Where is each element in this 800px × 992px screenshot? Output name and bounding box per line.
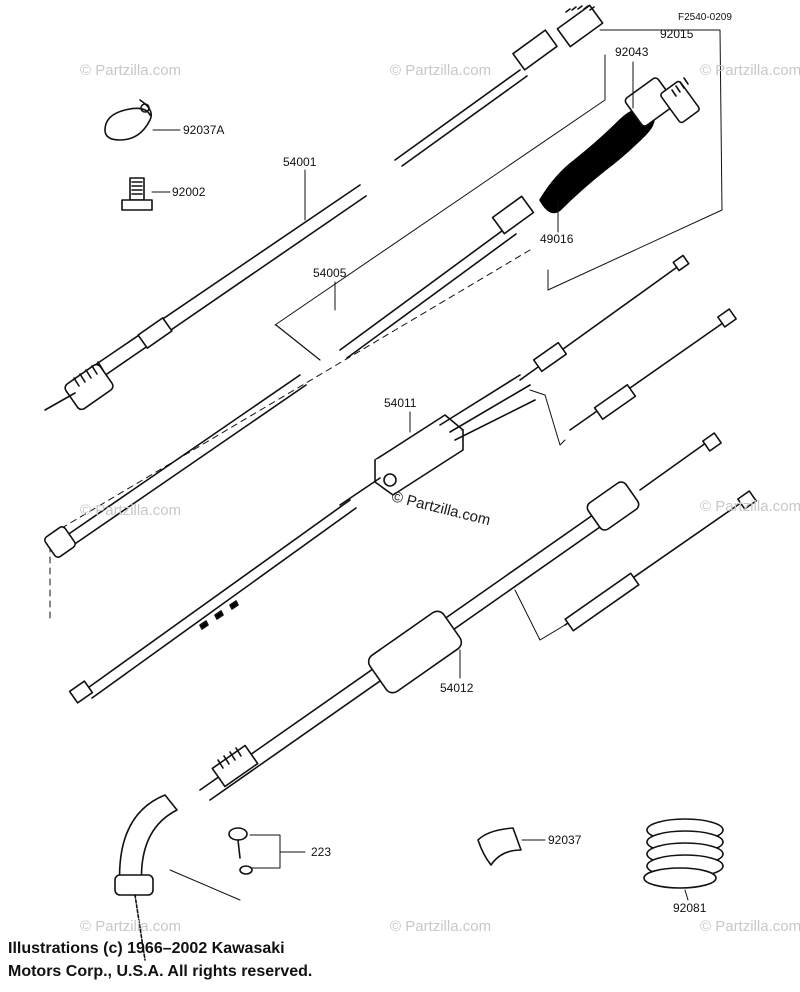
cable-54005 <box>275 77 700 361</box>
lower-left-cable <box>44 374 307 558</box>
copyright-line-2: Motors Corp., U.S.A. All rights reserved… <box>8 963 313 980</box>
watermark: © Partzilla.com <box>390 62 492 79</box>
watermark: © Partzilla.com <box>700 62 800 79</box>
copyright-line-1: Illustrations (c) 1966–2002 Kawasaki <box>8 940 285 957</box>
part-label-92043: 92043 <box>615 45 649 59</box>
leader-frame <box>49 29 723 621</box>
watermark: © Partzilla.com <box>80 918 182 935</box>
part-label-92002: 92002 <box>172 185 206 199</box>
part-label-54001: 54001 <box>283 155 317 169</box>
spring-92081 <box>643 818 724 901</box>
cable-54001 <box>44 184 367 411</box>
watermark: © Partzilla.com <box>700 918 800 935</box>
watermark: © Partzilla.com <box>80 62 182 79</box>
diagram-code: F2540-0209 <box>678 12 732 23</box>
part-label-223: 223 <box>311 845 332 859</box>
part-label-92037: 92037 <box>548 833 582 847</box>
part-label-49016: 49016 <box>540 232 574 246</box>
part-label-92037A: 92037A <box>183 123 225 137</box>
part-label-92081: 92081 <box>673 901 707 915</box>
part-label-54011: 54011 <box>384 396 417 410</box>
watermark: © Partzilla.com <box>390 918 492 935</box>
part-label-92015: 92015 <box>660 27 694 41</box>
leader-lines <box>304 61 634 679</box>
junction-54011 <box>339 374 536 506</box>
clip-92037A <box>104 99 181 141</box>
watermark: © Partzilla.com <box>700 498 800 515</box>
cable-54012 <box>114 432 757 961</box>
screws-223 <box>169 827 306 901</box>
clip-92037 <box>477 827 546 866</box>
right-small-cables <box>519 254 737 446</box>
long-cable <box>68 499 357 704</box>
part-label-54012: 54012 <box>440 681 474 695</box>
watermark: © Partzilla.com <box>80 502 182 519</box>
part-label-54005: 54005 <box>313 266 347 280</box>
bolt-92002 <box>121 177 171 211</box>
upper-cable-end <box>394 4 604 167</box>
